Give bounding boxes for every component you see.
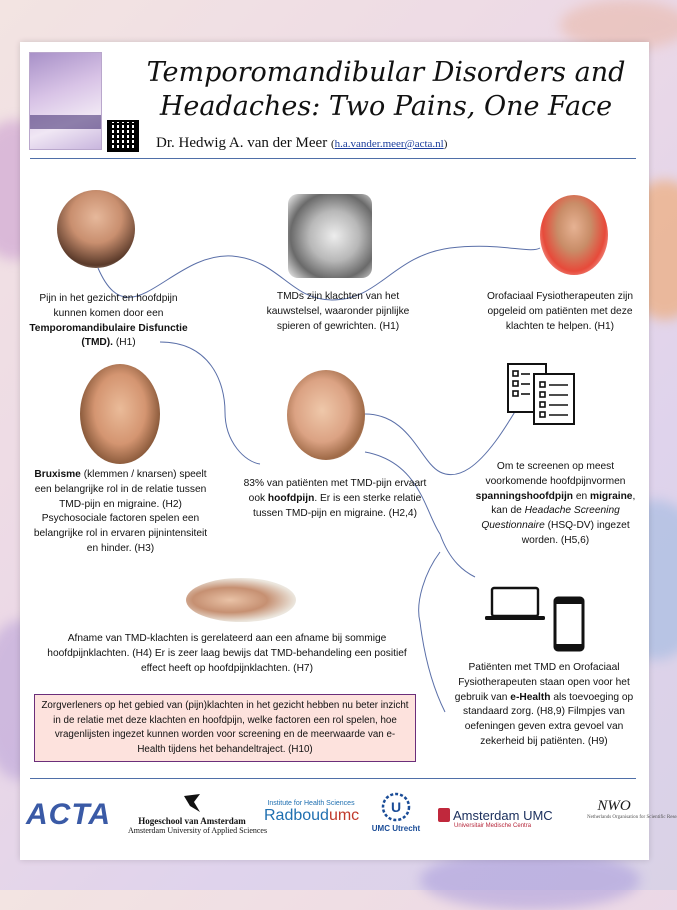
umcu-emblem-icon: U: [381, 792, 411, 822]
text-italic: Headache Screening Questionnaire: [481, 505, 620, 532]
radboud-umc: umc: [328, 807, 360, 824]
text-bold: hoofdpijn: [267, 492, 315, 504]
woman-clenching-photo: [80, 364, 160, 464]
email-close: ): [443, 138, 448, 150]
title-line-2: Headaches: Two Pains, One Face: [159, 91, 613, 122]
laptop-icon: [485, 586, 545, 620]
text-part: als toevoeging op standaard zorg. (H8,9)…: [463, 691, 634, 747]
text-bold: Bruxisme: [34, 469, 81, 480]
qr-code[interactable]: [107, 120, 139, 152]
text-part: Patiënten met TMD en Orofaciaal Fysiothe…: [454, 662, 630, 703]
text-screening: Om te screenen op meest voorkomende hoof…: [468, 460, 643, 549]
umcu-name: UMC Utrecht: [371, 824, 421, 833]
svg-text:U: U: [391, 799, 401, 815]
patient-treatment-photo: [186, 578, 296, 622]
text-bruxism: Bruxisme (klemmen / knarsen) speelt een …: [28, 468, 213, 557]
woman-headache-photo: [287, 370, 365, 460]
physiotherapist-photo: [540, 195, 608, 275]
text-tmd-definition: TMDs zijn klachten van het kauwstelsel, …: [266, 291, 410, 332]
nwo-subtitle: Netherlands Organisation for Scientific …: [587, 815, 677, 820]
amc-name: Amsterdam UMC: [453, 808, 553, 823]
text-bold: migraine: [590, 490, 633, 502]
poster: Temporomandibular Disorders and Headache…: [20, 42, 677, 860]
connector-lines: [97, 245, 541, 713]
text-part: (HSQ-DV) ingezet worden. (H5,6): [521, 520, 630, 546]
nwo-logo: NWO Netherlands Organisation for Scienti…: [587, 798, 677, 820]
title-line-1: Temporomandibular Disorders and: [146, 57, 626, 88]
questionnaire-icon: [507, 363, 575, 425]
text-pain-face: Pijn in het gezicht en hoofdpijn kunnen …: [26, 292, 191, 351]
radboud-name: Radboud: [264, 807, 329, 824]
acta-logo: ACTA: [26, 798, 112, 831]
email-open: (: [330, 138, 335, 150]
woman-jaw-pain-photo: [57, 190, 135, 268]
text-part: . Er is een sterke relatie tussen TMD-pi…: [252, 492, 422, 519]
header-divider: [30, 158, 636, 159]
text-bold: spanningshoofdpijn: [475, 490, 574, 502]
poster-title: Temporomandibular Disorders and Headache…: [146, 56, 626, 124]
amc-subtitle: Universitair Medische Centra: [454, 823, 532, 829]
text-prevalence: 83% van patiënten met TMD-pijn ervaart o…: [240, 477, 430, 521]
amc-mark-icon: [438, 808, 450, 822]
smartphone-icon: [553, 596, 585, 652]
hva-name: Hogeschool van Amsterdam: [138, 816, 246, 826]
umc-utrecht-logo: U UMC Utrecht: [364, 792, 428, 833]
amsterdam-umc-logo: Amsterdam UMC Universitair Medische Cent…: [438, 808, 553, 829]
book-cover-image: [29, 52, 102, 150]
hva-emblem-icon: [184, 794, 200, 812]
text-physiotherapist: Orofaciaal Fysiotherapeuten zijn opgelei…: [486, 291, 634, 332]
author-line: Dr. Hedwig A. van der Meer (h.a.vander.m…: [156, 135, 447, 152]
conclusion-box: Zorgverleners op het gebied van (pijn)kl…: [34, 694, 416, 762]
text-reduction: Afname van TMD-klachten is gerelateerd a…: [47, 633, 407, 674]
background-flower-blob: [560, 0, 677, 50]
hva-subtitle: Amsterdam University of Applied Sciences: [128, 826, 268, 835]
text-part: Om te screenen op meest voorkomende hoof…: [485, 461, 626, 487]
radboudumc-logo: Institute for Health Sciences Radboudumc: [264, 800, 360, 825]
text-ehealth: Patiënten met TMD en Orofaciaal Fysiothe…: [444, 661, 644, 750]
nwo-name: NWO: [597, 798, 631, 814]
text-part: (H1): [113, 337, 136, 349]
hva-logo: Hogeschool van Amsterdam Amsterdam Unive…: [128, 792, 268, 836]
footer-divider: [30, 778, 636, 779]
skull-jaw-muscles-illustration: [288, 194, 372, 278]
author-email-link[interactable]: h.a.vander.meer@acta.nl: [334, 138, 444, 150]
text-part: , kan de: [491, 490, 636, 517]
author-name: Dr. Hedwig A. van der Meer: [156, 135, 328, 151]
text-part: (klemmen / knarsen) speelt een belangrij…: [33, 469, 208, 554]
text-part: Pijn in het gezicht en hoofdpijn kunnen …: [39, 293, 178, 319]
text-bold: Temporomandibulaire Disfunctie (TMD).: [29, 322, 188, 349]
text-bold: e-Health: [510, 691, 551, 703]
text-part: en: [573, 490, 591, 502]
text-part: 83% van patiënten met TMD-pijn ervaart o…: [243, 478, 427, 504]
radboud-institute: Institute for Health Sciences: [267, 800, 355, 807]
